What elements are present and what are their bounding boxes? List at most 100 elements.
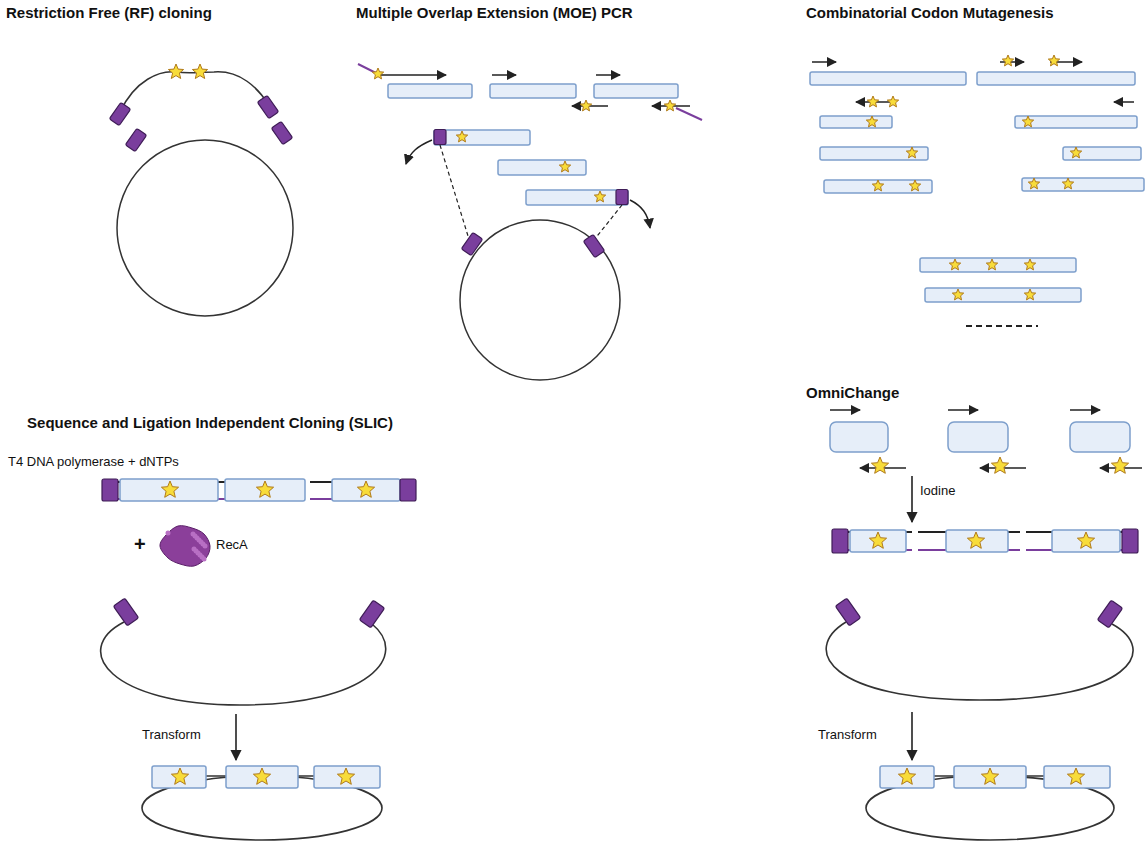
dna-fragment — [925, 288, 1081, 302]
primer-tail — [676, 108, 702, 120]
homology-arm — [271, 121, 292, 144]
homology-arm — [434, 130, 446, 145]
mutation-star — [909, 180, 920, 191]
dna-fragment — [388, 84, 472, 98]
mutation-star — [869, 532, 886, 548]
mutation-star — [906, 147, 917, 158]
mutation-star — [168, 64, 183, 79]
homology-arm — [461, 232, 482, 255]
plasmid-backbone — [826, 622, 1133, 700]
reca-texture — [192, 547, 197, 552]
homology-arm — [359, 600, 384, 628]
primer-arrow — [911, 712, 913, 760]
mutation-star — [967, 532, 984, 548]
mutation-star — [871, 457, 888, 473]
primer-arrow — [596, 74, 620, 76]
dna-fragment — [226, 766, 298, 788]
mutation-star — [372, 68, 383, 79]
mutation-star — [1070, 147, 1081, 158]
mutation-star — [559, 161, 570, 172]
homology-arm — [109, 102, 130, 125]
plasmid-backbone — [460, 220, 620, 380]
mutation-star — [337, 768, 354, 784]
panel-title: Combinatorial Codon Mutagenesis — [806, 4, 1054, 22]
homology-arm — [832, 529, 848, 553]
protein-label: RecA — [216, 537, 248, 553]
primer-arrow — [1000, 61, 1024, 63]
dna-fragment — [526, 190, 628, 205]
homology-arm — [1097, 600, 1122, 628]
mutation-star — [1002, 55, 1013, 66]
mutation-star — [1048, 55, 1059, 66]
insert-strand — [120, 72, 268, 112]
more-variants — [966, 325, 1038, 327]
mutation-star — [171, 768, 188, 784]
mutation-star — [664, 100, 675, 111]
dna-fragment — [1044, 766, 1110, 788]
primer-arrow — [812, 61, 836, 63]
mutation-star — [898, 768, 915, 784]
dna-fragment — [594, 84, 678, 98]
dna-fragment — [498, 160, 586, 175]
dna-fragment — [434, 130, 530, 145]
homology-arm — [835, 598, 860, 626]
mutation-star — [866, 116, 877, 127]
mutation-star — [1022, 116, 1033, 127]
mutation-star — [1028, 178, 1039, 189]
mutation-star — [887, 96, 898, 107]
mutation-star — [1062, 178, 1073, 189]
mutation-star — [357, 481, 374, 497]
homology-arm — [400, 479, 416, 501]
reca-texture — [191, 532, 196, 537]
panel-title: Multiple Overlap Extension (MOE) PCR — [356, 4, 633, 22]
panel-title: Sequence and Ligation Independent Clonin… — [0, 414, 420, 432]
dna-fragment — [824, 180, 932, 193]
mutation-star — [1067, 768, 1084, 784]
dna-fragment — [946, 530, 1008, 552]
primer-arrow — [1070, 409, 1100, 411]
dna-fragment — [152, 766, 206, 788]
mutation-star — [594, 191, 605, 202]
dna-fragment — [332, 479, 400, 501]
drawing-layer — [101, 55, 1144, 840]
homology-arm — [113, 598, 138, 626]
mutation-star — [256, 481, 273, 497]
primer-arrow — [492, 74, 516, 76]
dna-fragment — [1015, 116, 1137, 128]
dna-fragment — [977, 72, 1135, 85]
dna-fragment — [1063, 147, 1141, 160]
step-label: Transform — [818, 727, 877, 743]
homology-arm — [125, 128, 146, 151]
reagent-label: T4 DNA polymerase + dNTPs — [8, 454, 179, 470]
plus-sign: + — [134, 532, 146, 556]
mutation-star — [949, 259, 960, 270]
reca-texture — [166, 531, 171, 536]
dna-fragment — [314, 766, 380, 788]
plasmid-backbone — [117, 140, 293, 316]
reagent-label: Iodine — [920, 483, 955, 499]
dna-fragment — [1052, 530, 1120, 552]
dna-fragment — [850, 530, 906, 552]
mutation-star — [253, 768, 270, 784]
mutation-star — [456, 131, 467, 142]
plasmid-backbone — [101, 622, 386, 705]
mutation-star — [991, 457, 1008, 473]
mutation-star — [1111, 457, 1128, 473]
mutation-star — [192, 64, 207, 79]
mutation-star — [867, 96, 878, 107]
dna-fragment — [225, 479, 305, 501]
dna-fragment — [1070, 422, 1130, 452]
overlap-arrow — [406, 140, 432, 164]
dna-fragment — [120, 479, 218, 501]
primer-arrow — [380, 74, 446, 76]
homology-arm — [616, 190, 628, 205]
mutation-star — [872, 180, 883, 191]
mutation-star — [1024, 289, 1035, 300]
homology-link — [594, 205, 622, 240]
homology-arm — [102, 479, 118, 501]
dna-fragment — [820, 116, 892, 128]
dna-fragment — [1022, 178, 1144, 191]
mutation-star — [161, 481, 178, 497]
primer-arrow — [948, 409, 978, 411]
